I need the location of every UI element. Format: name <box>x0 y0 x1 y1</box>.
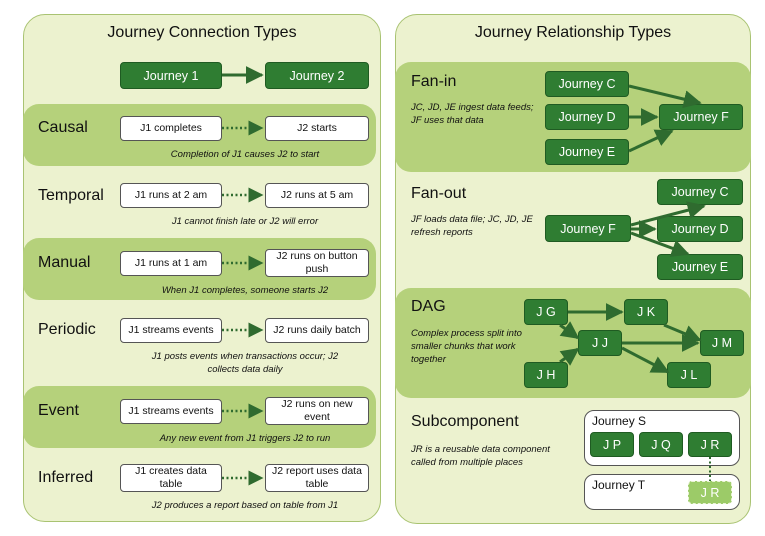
journey-s-label: Journey S <box>592 414 647 428</box>
subcomponent-caption: JR is a reusable data component called f… <box>411 444 550 468</box>
subcomponent-jq: J Q <box>639 432 683 457</box>
subcomponent-jr: J R <box>688 432 732 457</box>
journey-t-label: Journey T <box>592 478 646 492</box>
temporal-label: Temporal <box>38 187 104 204</box>
dag-label: DAG <box>411 298 446 315</box>
causal-label: Causal <box>38 119 88 136</box>
manual-caption: When J1 completes, someone starts J2 <box>161 285 329 296</box>
fanout-journey-e: Journey E <box>657 254 743 280</box>
dag-node-jm: J M <box>700 330 744 356</box>
subcomponent-jr-reuse: J R <box>688 481 732 504</box>
fanout-journey-c: Journey C <box>657 179 743 205</box>
temporal-from-box: J1 runs at 2 am <box>120 183 222 208</box>
inferred-from-box: J1 creates data table <box>120 464 222 492</box>
fanout-journey-f: Journey F <box>545 215 631 242</box>
causal-from-box: J1 completes <box>120 116 222 141</box>
inferred-caption: J2 produces a report based on table from… <box>151 500 339 511</box>
periodic-from-box: J1 streams events <box>120 318 222 343</box>
temporal-caption: J1 cannot finish late or J2 will error <box>171 216 319 227</box>
dag-node-jj: J J <box>578 330 622 356</box>
inferred-label: Inferred <box>38 469 94 486</box>
causal-to-box: J2 starts <box>265 116 369 141</box>
periodic-caption: J1 posts events when transactions occur;… <box>151 351 339 375</box>
dag-node-jk: J K <box>624 299 668 325</box>
fanin-journey-e: Journey E <box>545 139 629 165</box>
manual-from-box: J1 runs at 1 am <box>120 251 222 276</box>
dag-caption: Complex process split into smaller chunk… <box>411 328 522 365</box>
subcomponent-label: Subcomponent <box>411 413 519 430</box>
fanin-journey-c: Journey C <box>545 71 629 97</box>
fanin-journey-d: Journey D <box>545 104 629 130</box>
journey-2-node: Journey 2 <box>265 62 369 89</box>
fanout-label: Fan-out <box>411 185 467 202</box>
dag-node-jl: J L <box>667 362 711 388</box>
fanout-journey-d: Journey D <box>657 216 743 242</box>
temporal-to-box: J2 runs at 5 am <box>265 183 369 208</box>
fanin-journey-f: Journey F <box>659 104 743 130</box>
event-from-box: J1 streams events <box>120 399 222 424</box>
relationship-types-title: Journey Relationship Types <box>474 24 672 41</box>
subcomponent-jp: J P <box>590 432 634 457</box>
dag-node-jg: J G <box>524 299 568 325</box>
causal-caption: Completion of J1 causes J2 to start <box>170 149 320 160</box>
event-to-box: J2 runs on new event <box>265 397 369 425</box>
fanin-caption: JC, JD, JE ingest data feeds; JF uses th… <box>411 102 534 126</box>
dag-node-jh: J H <box>524 362 568 388</box>
inferred-to-box: J2 report uses data table <box>265 464 369 492</box>
connection-types-title: Journey Connection Types <box>107 24 297 41</box>
periodic-label: Periodic <box>38 321 96 338</box>
fanin-label: Fan-in <box>411 73 457 90</box>
manual-label: Manual <box>38 254 91 271</box>
manual-to-box: J2 runs on button push <box>265 249 369 277</box>
journey-1-node: Journey 1 <box>120 62 222 89</box>
periodic-to-box: J2 runs daily batch <box>265 318 369 343</box>
fanout-caption: JF loads data file; JC, JD, JE refresh r… <box>411 214 533 238</box>
event-label: Event <box>38 402 79 419</box>
event-caption: Any new event from J1 triggers J2 to run <box>159 433 331 444</box>
